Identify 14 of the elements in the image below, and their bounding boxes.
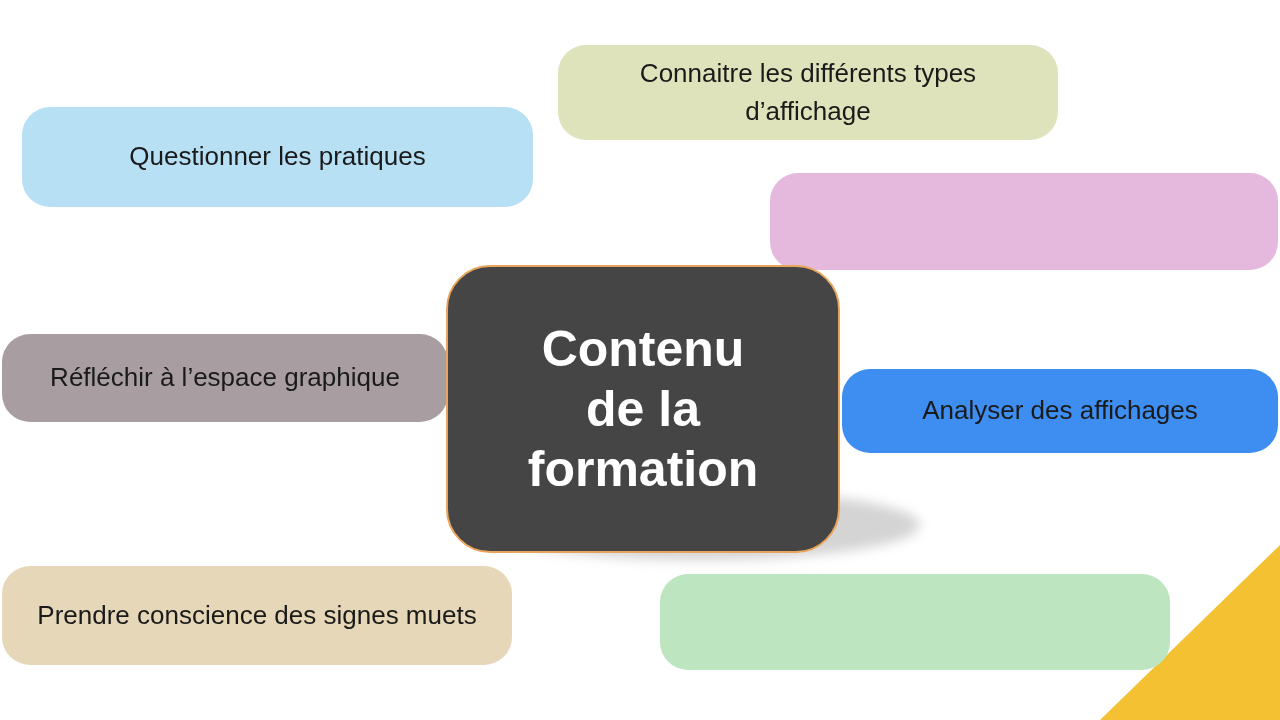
topic-text: Analyser des affichages [922, 394, 1198, 428]
topic-text: Prendre conscience des signes muets [37, 598, 477, 632]
central-topic-card [446, 265, 840, 553]
empty-brush-box [770, 173, 1278, 270]
topic-text: Questionner les pratiques [129, 140, 426, 174]
topic-brush-box [2, 334, 448, 422]
topic-text: Connaitre les différents types d’affichage [638, 56, 978, 128]
topic-brush-box [2, 566, 512, 665]
central-title: Contenu de la formation [527, 320, 759, 499]
topic-text: Réfléchir à l’espace graphique [50, 361, 400, 395]
empty-brush-box [660, 574, 1170, 670]
topic-brush-box [22, 107, 533, 207]
topic-brush-box [842, 369, 1278, 453]
topic-brush-box [558, 45, 1058, 140]
